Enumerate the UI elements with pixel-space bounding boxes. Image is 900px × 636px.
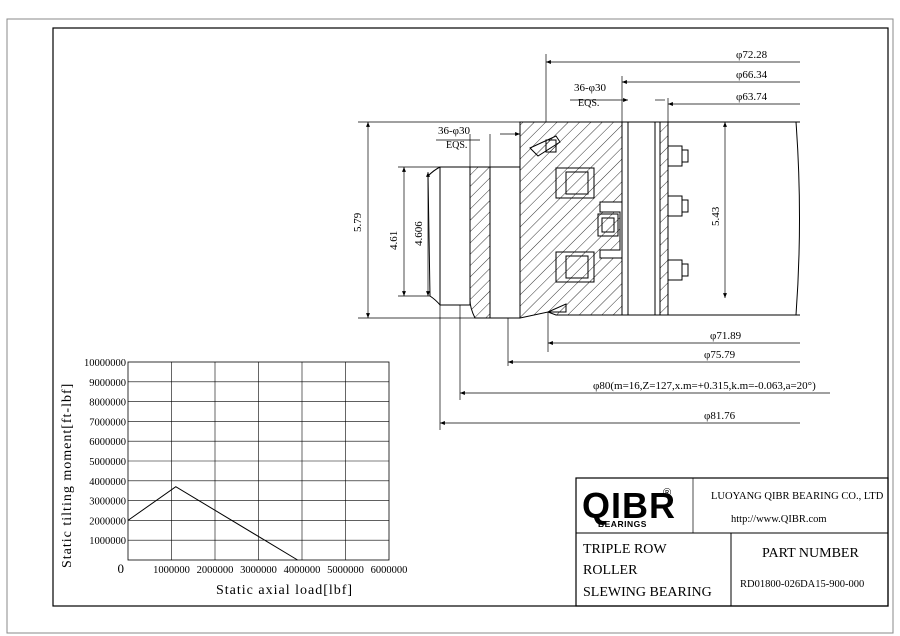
chart-y-ticks: 10000000 9000000 8000000 7000000 6000000 5000… xyxy=(84,358,126,547)
title-block: QIBR ® BEARINGS LUOYANG QIBR BEARING CO.… xyxy=(575,477,889,607)
chart-x-tick-label: 0 xyxy=(118,561,125,576)
dim-81-76: φ81.76 xyxy=(704,410,736,422)
registered-mark: ® xyxy=(663,487,671,499)
dim-72-28: φ72.28 xyxy=(736,49,768,61)
qibr-logo-sub: BEARINGS xyxy=(598,519,647,529)
dim-4-606: 4.606 xyxy=(413,221,425,246)
qibr-logo: QIBR xyxy=(582,485,676,526)
dimension-labels: φ72.28 φ66.34 φ63.74 36-φ30 EQS. 36-φ30 … xyxy=(352,49,816,422)
chart-y-tick-label: 3000000 xyxy=(89,497,126,508)
chart-grid xyxy=(128,362,389,560)
dim-71-89: φ71.89 xyxy=(710,330,742,342)
chart-y-tick-label: 8000000 xyxy=(89,398,126,409)
company-website: http://www.QIBR.com xyxy=(731,514,827,525)
part-number: RD01800-026DA15-900-000 xyxy=(740,579,864,590)
chart-series-line xyxy=(127,486,298,561)
eqs-left-label: EQS. xyxy=(446,140,467,151)
dim-66-34: φ66.34 xyxy=(736,69,768,81)
product-line-3: SLEWING BEARING xyxy=(583,585,712,600)
dim-5-79: 5.79 xyxy=(352,212,364,232)
dim-75-79: φ75.79 xyxy=(704,349,736,361)
chart-y-tick-label: 9000000 xyxy=(89,378,126,389)
chart-x-tick-label: 4000000 xyxy=(284,565,321,576)
holes-left-label: 36-φ30 xyxy=(438,125,471,137)
dim-80-gear: φ80(m=16,Z=127,x.m=+0.315,k.m=-0.063,a=2… xyxy=(593,380,816,392)
part-number-label: PART NUMBER xyxy=(762,546,859,561)
chart-y-tick-label: 1000000 xyxy=(89,536,126,547)
chart-y-tick-label: 6000000 xyxy=(89,437,126,448)
chart-y-tick-label: 7000000 xyxy=(89,417,126,428)
chart-x-tick-label: 5000000 xyxy=(327,565,364,576)
chart-x-ticks: 0 1000000 2000000 3000000 4000000 5000000 6000… xyxy=(118,561,408,576)
chart-x-tick-label: 3000000 xyxy=(240,565,277,576)
inner-frame xyxy=(52,27,889,607)
product-line-1: TRIPLE ROW xyxy=(583,542,667,557)
outer-frame xyxy=(6,18,894,634)
chart-y-tick-label: 10000000 xyxy=(84,358,126,369)
chart-x-tick-label: 6000000 xyxy=(371,565,408,576)
load-chart: 1000000090000008000000700000060000005000… xyxy=(60,358,407,598)
chart-y-tick-label: 2000000 xyxy=(89,516,126,527)
dimension-lines xyxy=(358,54,830,430)
chart-y-tick-label: 4000000 xyxy=(89,477,126,488)
dim-5-43: 5.43 xyxy=(710,206,722,226)
chart-y-label: Static tilting moment[ft-lbf] xyxy=(60,383,75,568)
bearing-cross-section xyxy=(427,121,800,319)
dim-4-61: 4.61 xyxy=(388,231,400,250)
chart-x-label: Static axial load[lbf] xyxy=(216,583,353,598)
dim-63-74: φ63.74 xyxy=(736,91,768,103)
chart-x-tick-label: 2000000 xyxy=(197,565,234,576)
product-line-2: ROLLER xyxy=(583,563,638,578)
chart-x-tick-label: 1000000 xyxy=(153,565,190,576)
eqs-upper-label: EQS. xyxy=(578,98,599,109)
holes-upper-label: 36-φ30 xyxy=(574,82,607,94)
chart-y-tick-label: 5000000 xyxy=(89,457,126,468)
company-name: LUOYANG QIBR BEARING CO., LTD xyxy=(711,491,884,502)
